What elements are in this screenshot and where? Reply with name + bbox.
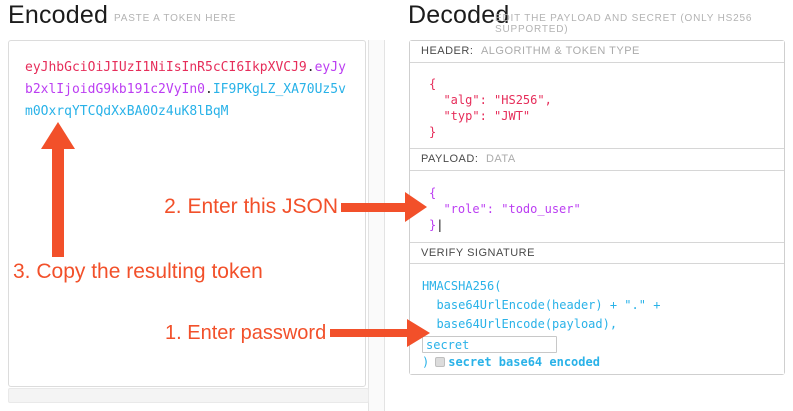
text-cursor: | [436,218,444,232]
arrow-right-head-icon [405,192,427,222]
verify-label-strong: VERIFY SIGNATURE [421,247,535,259]
base64-encoded-checkbox-label[interactable]: secret base64 encoded [448,355,600,369]
header-section-label: HEADER: ALGORITHM & TOKEN TYPE [410,41,784,63]
encoded-title: Encoded [8,1,109,29]
header-json-line: "typ": "JWT" [429,109,531,123]
header-json-line: } [429,125,437,139]
token-dot: . [306,60,315,75]
arrow-right-shaft [341,203,407,212]
payload-json-line: { [429,186,437,200]
decoded-title: Decoded [408,1,510,29]
payload-closing-brace: } [429,218,437,232]
encoded-subtitle: PASTE A TOKEN HERE [114,13,237,24]
header-json-line: "alg": "HS256", [429,93,552,107]
payload-json-editor[interactable]: { "role": "todo_user" }| [410,171,784,243]
arrow-right-shaft [330,329,408,337]
verify-section-label: VERIFY SIGNATURE [410,243,784,264]
verify-signature-area: HMACSHA256( base64UrlEncode(header) + ".… [410,264,784,374]
token-dot: . [205,82,213,97]
verify-code-line: HMACSHA256( [422,279,502,293]
token-header-part: eyJhbGciOiJIUzI1NiIsInR5cCI6IkpXVCJ9 [25,60,307,75]
secret-options-row: ) secret base64 encoded [422,355,784,369]
secret-input[interactable] [422,336,557,353]
encoded-token-textarea[interactable]: eyJhbGciOiJIUzI1NiIsInR5cCI6IkpXVCJ9.eyJ… [8,40,366,387]
payload-label-muted: DATA [485,153,516,165]
header-label-strong: HEADER: [421,45,474,57]
arrow-up-shaft [52,148,64,257]
annotation-step1: 1. Enter password [165,322,327,344]
horizontal-scrollbar[interactable] [8,388,369,403]
payload-json-line: "role": "todo_user" [429,202,581,216]
payload-section-label: PAYLOAD: DATA [410,149,784,171]
annotation-step2: 2. Enter this JSON [164,195,338,218]
token-signature-part: IF9PKgLZ_XA70Uz5vm0OxrqYTCQdXxBA0Oz4uK8l… [25,82,346,119]
base64-encoded-checkbox[interactable] [435,357,446,367]
annotation-step3: 3. Copy the resulting token [13,260,263,283]
payload-json-line: }| [429,217,784,233]
closing-paren: ) [422,355,430,369]
token-payload-part: eyJyb2xlIjoidG9kb191c2VyIn0 [25,60,346,97]
vertical-scrollbar[interactable] [368,40,385,411]
header-json-view: { "alg": "HS256", "typ": "JWT" } [410,63,784,149]
verify-code-line: base64UrlEncode(header) + "." + [422,298,661,312]
header-label-muted: ALGORITHM & TOKEN TYPE [480,45,640,57]
arrow-right-head-icon [407,319,430,347]
verify-code-line: base64UrlEncode(payload), [422,317,618,331]
arrow-up-head-icon [41,122,75,149]
decoded-subtitle: EDIT THE PAYLOAD AND SECRET (ONLY HS256 … [495,13,753,35]
decoded-panel: HEADER: ALGORITHM & TOKEN TYPE { "alg": … [409,40,785,375]
jwt-token[interactable]: eyJhbGciOiJIUzI1NiIsInR5cCI6IkpXVCJ9.eyJ… [25,57,349,123]
payload-label-strong: PAYLOAD: [421,153,479,165]
header-json-line: { [429,77,437,91]
